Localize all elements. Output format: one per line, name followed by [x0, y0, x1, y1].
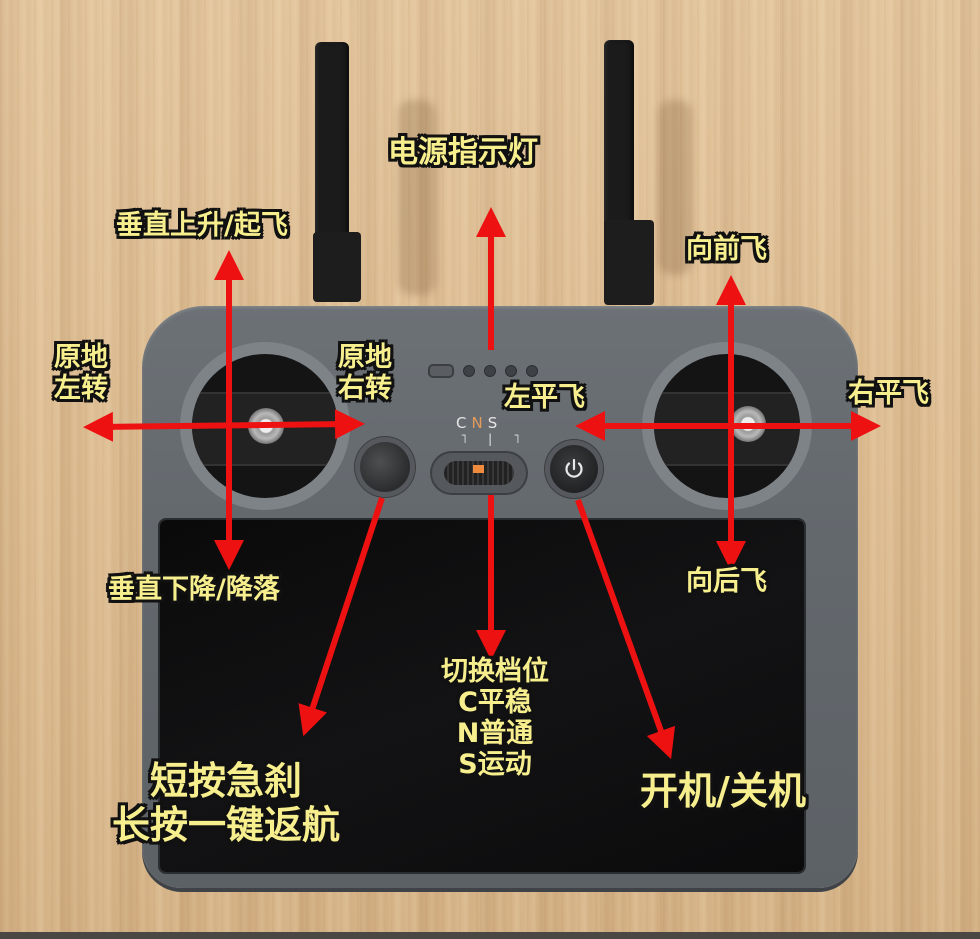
- label-left-stick-right: 原地 右转: [338, 342, 392, 404]
- label-right-stick-down: 向后飞: [686, 566, 767, 597]
- label-power-button: 开机/关机: [640, 769, 806, 813]
- left-stick-gimbal: [192, 354, 338, 498]
- right-stick[interactable]: [730, 406, 766, 442]
- label-left-stick-down: 垂直下降/降落: [108, 574, 280, 605]
- label-right-stick-up: 向前飞: [686, 234, 767, 265]
- flight-mode-switch[interactable]: [432, 453, 526, 493]
- bottom-edge-bar: [0, 932, 980, 939]
- label-power-indicator: 电源指示灯: [388, 135, 538, 170]
- label-left-stick-right-line2: 右转: [338, 373, 392, 405]
- label-rth-line2: 长按一键返航: [111, 802, 340, 847]
- mode-switch-slider[interactable]: [444, 461, 514, 485]
- battery-led-3: [505, 365, 517, 377]
- label-right-stick-right: 右平飞: [848, 378, 929, 409]
- label-rth-line1: 短按急刹: [149, 759, 302, 803]
- battery-led-4: [526, 365, 538, 377]
- label-mode-s: S运动: [458, 749, 532, 781]
- battery-led-2: [484, 365, 496, 377]
- antenna-shadow-left: [398, 100, 436, 295]
- antenna-left: [313, 42, 361, 302]
- right-stick-well: [642, 342, 812, 510]
- left-stick-well: [180, 342, 350, 510]
- label-left-stick-left: 原地 左转: [54, 342, 108, 404]
- antenna-left-base: [313, 232, 361, 302]
- right-stick-slot: [654, 392, 800, 466]
- label-right-stick-left: 左平飞: [504, 382, 585, 413]
- mode-letters: CNS: [456, 414, 502, 432]
- antenna-right-base: [604, 220, 654, 305]
- left-stick[interactable]: [248, 408, 284, 444]
- mode-tick-marks: ˥ | ˥: [460, 432, 527, 446]
- label-mode-switch: 切换档位 C平稳 N普通 S运动: [420, 656, 570, 780]
- label-left-stick-left-line2: 左转: [54, 373, 108, 405]
- battery-led-1: [463, 365, 475, 377]
- label-mode-switch-title: 切换档位: [441, 656, 549, 687]
- power-icon: [565, 458, 583, 478]
- label-mode-n: N普通: [456, 718, 534, 750]
- label-left-stick-up: 垂直上升/起飞: [116, 210, 288, 241]
- return-to-home-button[interactable]: [360, 442, 410, 492]
- battery-indicator-leds: [428, 364, 538, 378]
- label-left-stick-right-line1: 原地: [338, 342, 392, 373]
- mode-letter-s: S: [487, 414, 503, 432]
- label-rth-button: 短按急刹 长按一键返航: [88, 759, 364, 847]
- mode-letter-c: C: [456, 414, 472, 432]
- right-stick-gimbal: [654, 354, 800, 498]
- label-left-stick-left-line1: 原地: [54, 342, 108, 373]
- power-indicator-light: [428, 364, 454, 378]
- controller-screen[interactable]: [160, 520, 804, 872]
- label-mode-c: C平稳: [458, 687, 532, 719]
- power-button[interactable]: [550, 445, 598, 493]
- antenna-right: [604, 40, 654, 305]
- antenna-shadow-right: [658, 100, 692, 275]
- mode-letter-n: N: [471, 414, 488, 432]
- mode-indicator: [473, 465, 484, 473]
